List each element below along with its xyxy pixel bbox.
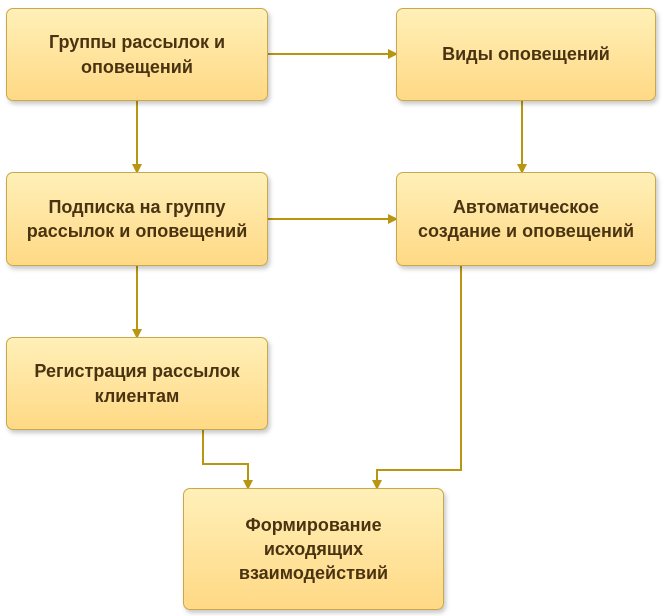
node-registration: Регистрация рассылок клиентам bbox=[6, 337, 268, 430]
node-registration-label: Регистрация рассылок клиентам bbox=[34, 361, 240, 406]
node-types-label: Виды оповещений bbox=[442, 44, 610, 65]
node-automatic-label: Автоматическое создание и оповещений bbox=[417, 196, 635, 241]
arrow-registration-to-formation bbox=[202, 430, 253, 490]
node-groups-label: Группы рассылок и оповещений bbox=[48, 32, 226, 77]
node-formation-label: Формирование исходящих взаимодействий bbox=[238, 514, 389, 584]
node-subscription: Подписка на группу рассылок и оповещений bbox=[6, 172, 268, 266]
arrow-automatic-to-formation bbox=[372, 266, 462, 490]
node-groups: Группы рассылок и оповещений bbox=[6, 8, 268, 101]
node-types: Виды оповещений bbox=[396, 8, 656, 101]
node-subscription-label: Подписка на группу рассылок и оповещений bbox=[26, 196, 248, 241]
node-automatic: Автоматическое создание и оповещений bbox=[396, 172, 656, 266]
node-formation: Формирование исходящих взаимодействий bbox=[183, 488, 444, 610]
